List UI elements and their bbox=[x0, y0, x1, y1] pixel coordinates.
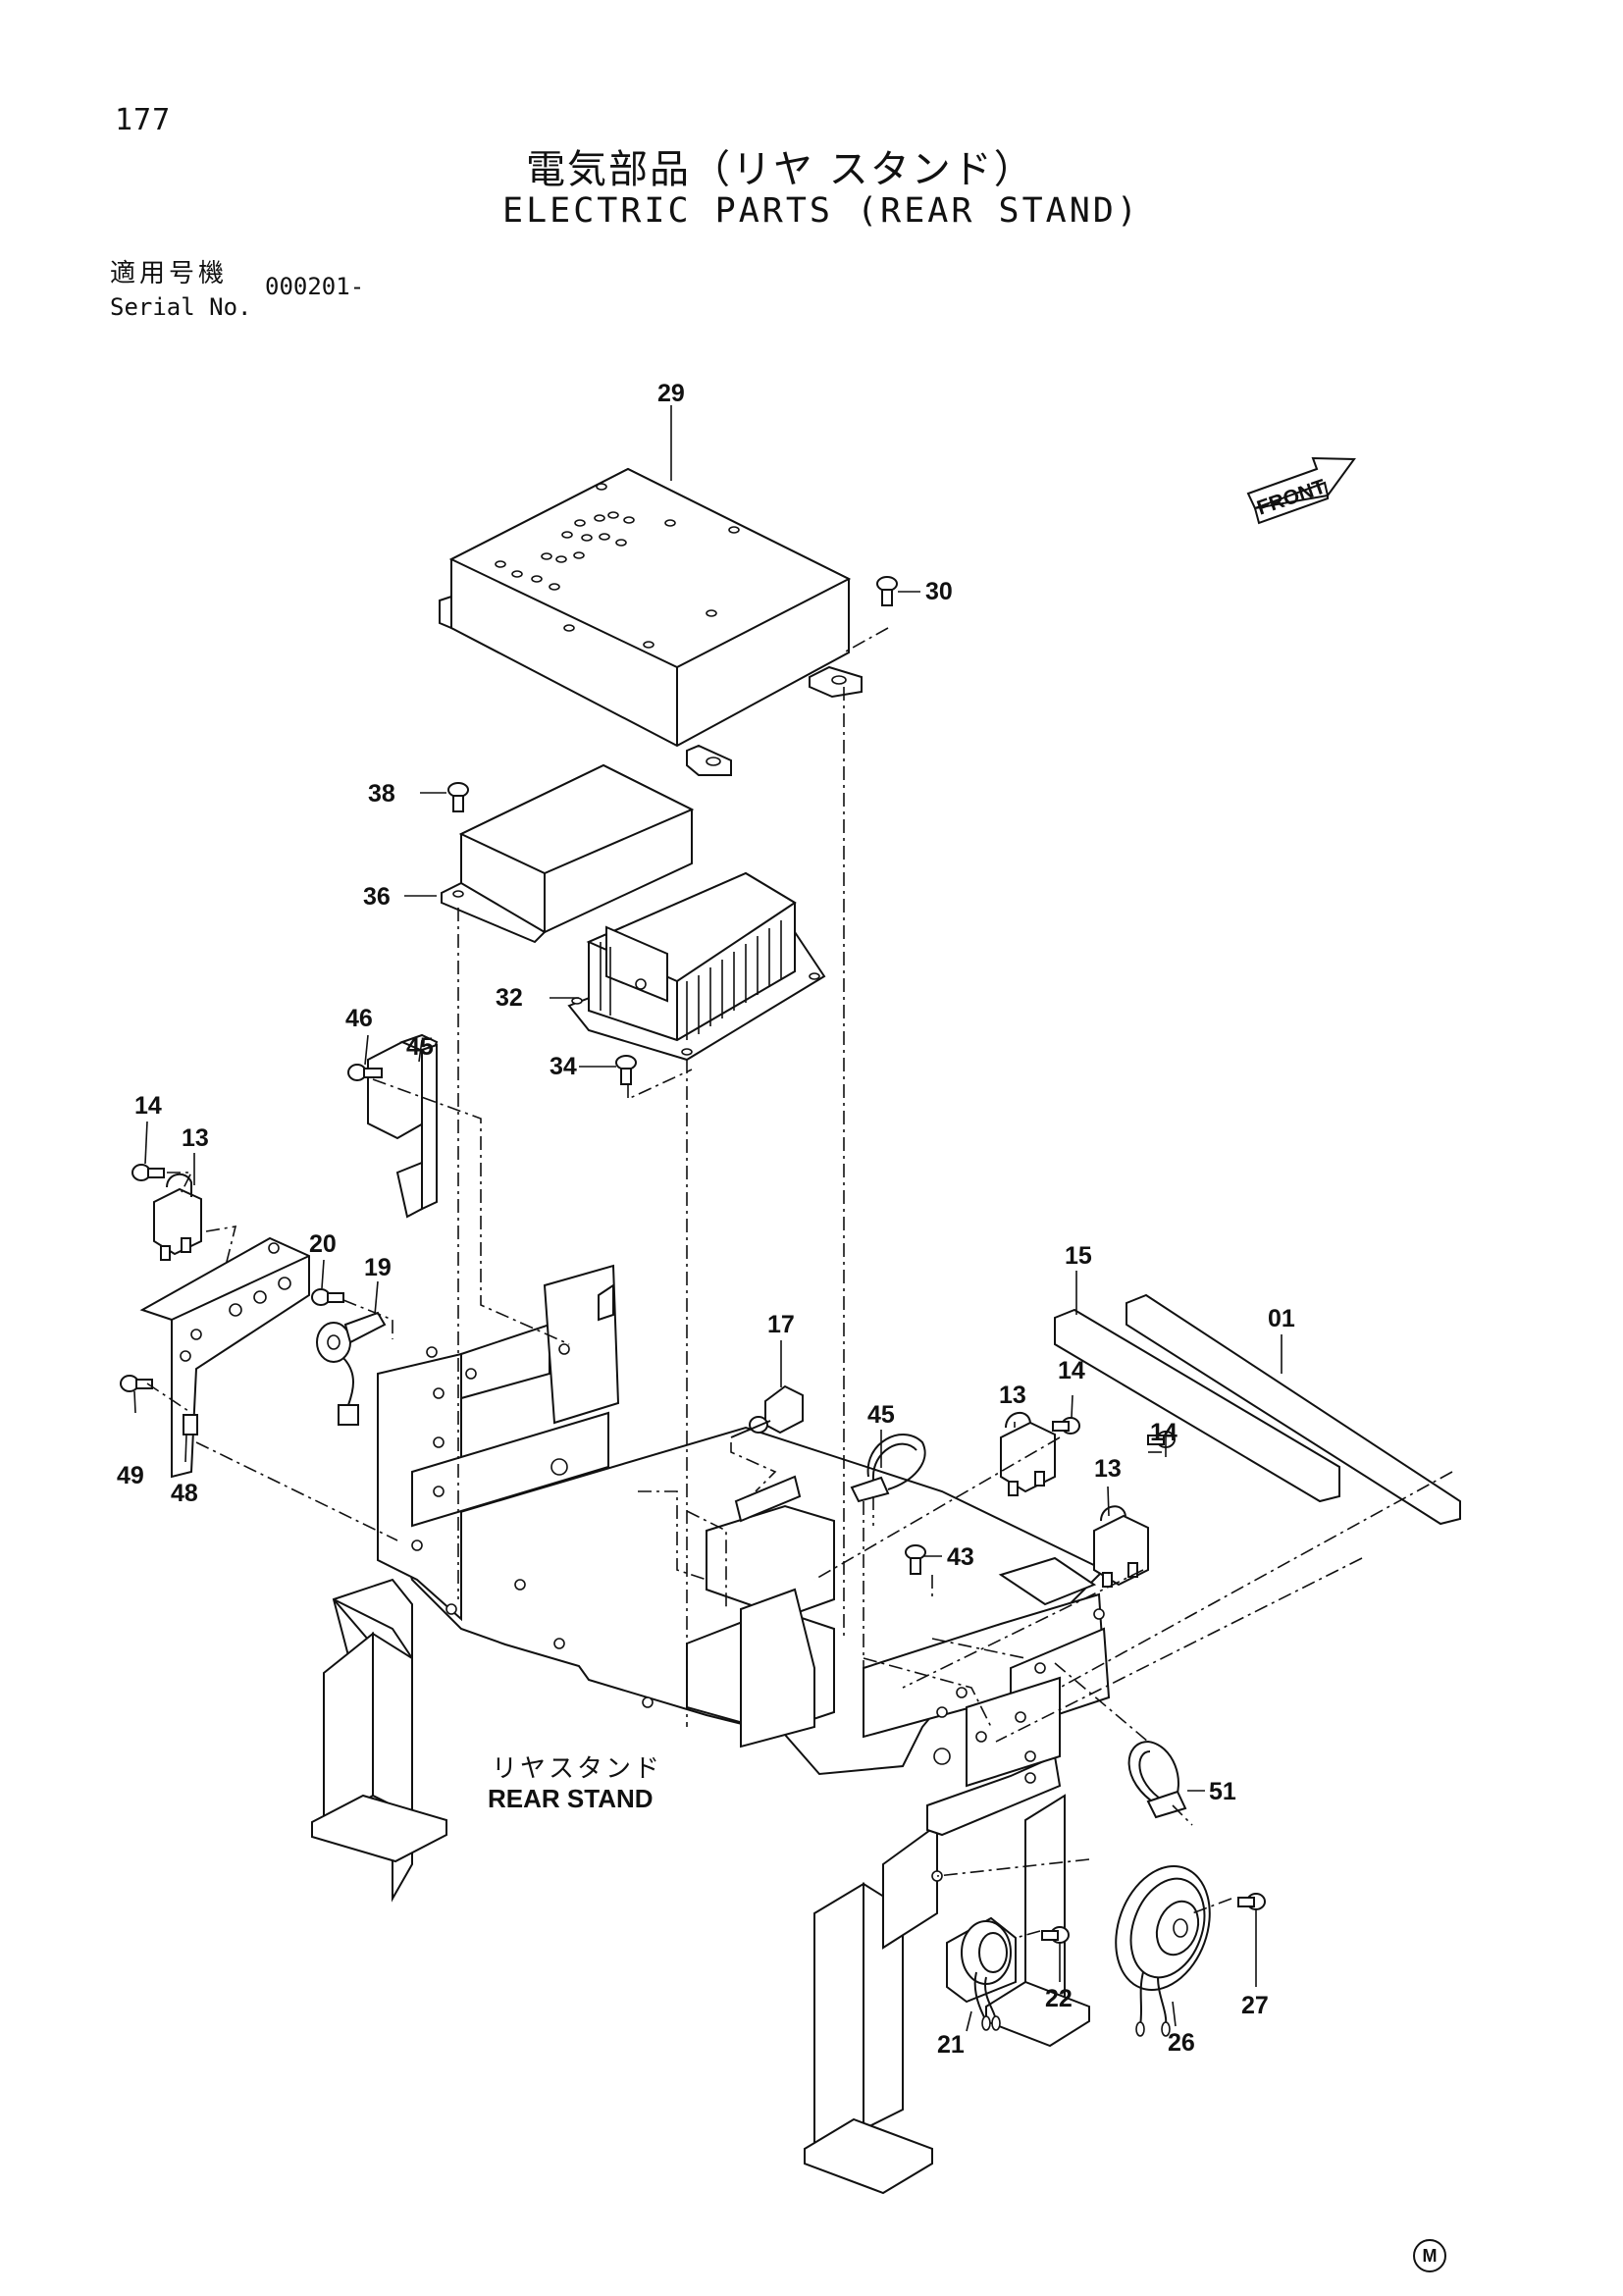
callout-20: 20 bbox=[309, 1230, 337, 1258]
rear-stand-label-japanese: リヤスタンド bbox=[492, 1754, 663, 1784]
callout-15: 15 bbox=[1065, 1242, 1092, 1270]
part-13-relay-right bbox=[1093, 1505, 1149, 1588]
callout-14-left: 14 bbox=[134, 1092, 162, 1120]
callout-13-right: 13 bbox=[1094, 1455, 1122, 1483]
callout-51: 51 bbox=[1209, 1778, 1236, 1805]
serial-label-english: Serial No. bbox=[110, 293, 252, 321]
callout-36: 36 bbox=[363, 883, 391, 911]
callout-49: 49 bbox=[117, 1462, 144, 1489]
callout-14-center: 14 bbox=[1058, 1357, 1085, 1384]
bolt-30-icon bbox=[876, 576, 898, 606]
part-32-heat-sink-controller bbox=[567, 871, 826, 1062]
callout-45-lower: 45 bbox=[867, 1401, 895, 1429]
assembly-center-lines bbox=[146, 627, 1453, 1939]
callout-26: 26 bbox=[1168, 2029, 1195, 2057]
callout-21: 21 bbox=[937, 2031, 965, 2059]
maker-mark-icon: M bbox=[1413, 2239, 1446, 2272]
callout-17: 17 bbox=[767, 1311, 795, 1338]
callout-13-center: 13 bbox=[999, 1382, 1026, 1409]
callout-labels: 29 30 38 36 32 34 46 45 14 13 20 19 49 4… bbox=[117, 380, 1295, 2059]
callout-13-left: 13 bbox=[182, 1124, 209, 1152]
part-13-relay-center bbox=[1000, 1412, 1056, 1496]
page-title-english: ELECTRIC PARTS (REAR STAND) bbox=[502, 191, 1140, 231]
part-51-band-clamp bbox=[1127, 1740, 1187, 1819]
callout-14-right: 14 bbox=[1150, 1419, 1178, 1446]
part-29-controller-box bbox=[439, 467, 863, 776]
bolt-46-icon bbox=[347, 1064, 383, 1081]
part-19-sensor bbox=[316, 1311, 387, 1426]
callout-30: 30 bbox=[925, 578, 953, 605]
bolt-43-icon bbox=[905, 1544, 926, 1575]
part-26-horn bbox=[1115, 1865, 1211, 2037]
callout-22: 22 bbox=[1045, 1985, 1073, 2012]
callout-34: 34 bbox=[550, 1053, 577, 1080]
bolt-14-left-icon bbox=[131, 1164, 165, 1181]
front-arrow-icon: FRONT bbox=[1246, 456, 1356, 525]
callout-46: 46 bbox=[345, 1005, 373, 1032]
part-45-band-clamp bbox=[850, 1434, 926, 1503]
part-45-relay-bracket bbox=[367, 1033, 439, 1219]
part-01-plate bbox=[1126, 1293, 1461, 1526]
part-15-plate bbox=[1054, 1308, 1340, 1503]
rear-stand-label-english: REAR STAND bbox=[488, 1784, 654, 1813]
part-48-connector-bracket bbox=[139, 1236, 310, 1479]
callout-29: 29 bbox=[657, 380, 685, 407]
bolt-22-icon bbox=[1041, 1926, 1070, 1944]
callout-38: 38 bbox=[368, 780, 395, 808]
bolt-34-icon bbox=[615, 1055, 637, 1085]
serial-label-japanese: 適用号機 bbox=[110, 259, 229, 288]
callout-43: 43 bbox=[947, 1543, 974, 1571]
callout-01: 01 bbox=[1268, 1305, 1295, 1332]
bolt-14-center-icon bbox=[1052, 1417, 1080, 1435]
leader-lines bbox=[133, 405, 1283, 2032]
part-17-connector bbox=[730, 1384, 804, 1523]
bolt-20-icon bbox=[311, 1288, 344, 1306]
bolt-38-icon bbox=[447, 782, 469, 812]
callout-32: 32 bbox=[496, 984, 523, 1012]
callout-19: 19 bbox=[364, 1254, 392, 1281]
part-36-relay-module bbox=[441, 763, 695, 944]
bolt-49-icon bbox=[120, 1375, 153, 1392]
callout-48: 48 bbox=[171, 1480, 198, 1507]
page-number: 177 bbox=[115, 103, 172, 137]
part-13-relay-left bbox=[153, 1173, 202, 1261]
page-title-japanese: 電気部品（リヤ スタンド） bbox=[526, 147, 1035, 192]
part-21-horn bbox=[946, 1916, 1017, 2031]
callout-45-upper: 45 bbox=[406, 1033, 434, 1061]
callout-27: 27 bbox=[1241, 1992, 1269, 2019]
serial-number-value: 000201- bbox=[265, 273, 365, 300]
rear-stand-frame bbox=[311, 1264, 1111, 2195]
bolt-27-icon bbox=[1237, 1893, 1266, 1910]
